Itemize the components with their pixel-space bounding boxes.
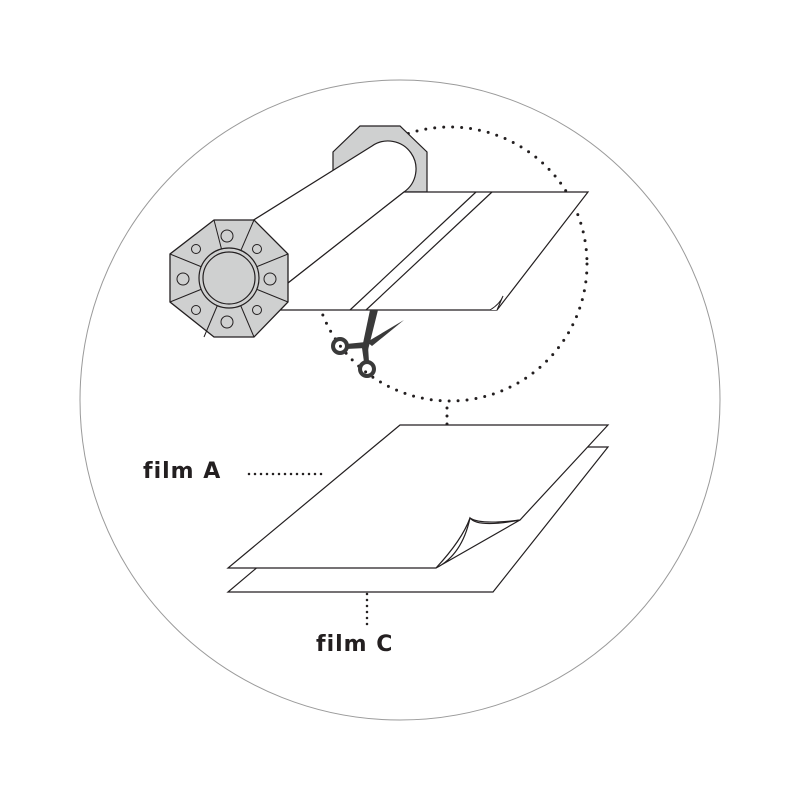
- roll-end-cap: [169, 219, 289, 338]
- film-strip-line: [349, 191, 477, 311]
- sheet-curl: [489, 295, 504, 311]
- film-roll-cylinder: [251, 140, 417, 284]
- film-c-label: film C: [316, 632, 394, 657]
- outer-circle: [79, 79, 721, 721]
- film-strip-line: [365, 191, 493, 311]
- unrolled-film-sheet: [279, 191, 590, 311]
- film-a-peeled-corner: [435, 516, 521, 569]
- dotted-cut-circle: [311, 125, 589, 403]
- film-a-label: film A: [143, 459, 222, 484]
- scissors-icon: [331, 310, 404, 378]
